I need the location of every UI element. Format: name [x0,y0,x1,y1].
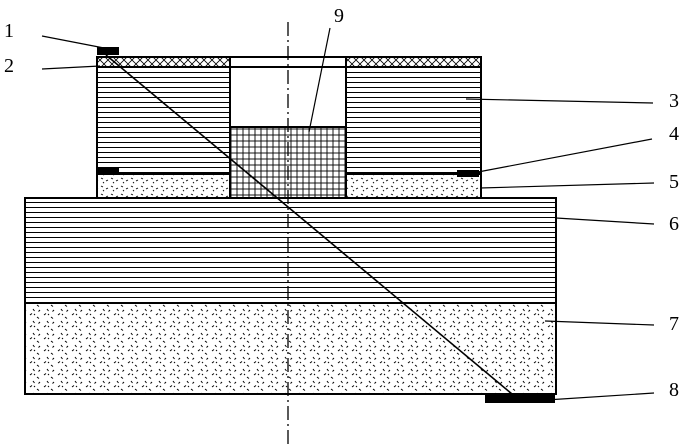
layer-7-substrate [25,303,556,394]
layer-6-slab [25,198,556,303]
layer-5-right [346,174,481,198]
contact-4-left [97,167,119,173]
contact-4-right [457,170,479,177]
callout-1: 1 [4,20,14,42]
leader-4 [478,139,652,172]
layer-3-left-block [97,67,230,174]
callout-8: 8 [669,379,679,401]
callout-2: 2 [4,55,14,77]
callout-6: 6 [669,213,679,235]
callout-7: 7 [669,313,679,335]
leader-5 [480,183,654,188]
leader-1 [42,36,104,48]
layer-2-right-strip [346,57,481,67]
layer-5-left [97,174,230,198]
callout-4: 4 [669,123,679,145]
contact-1-top [97,47,119,55]
layer-2-left-strip [97,57,230,67]
leader-6 [556,218,654,224]
contact-8-bottom [485,394,555,403]
callout-5: 5 [669,171,679,193]
leader-2 [42,66,100,69]
leader-3 [466,99,653,103]
leader-8 [546,393,654,400]
leader-7 [545,321,654,325]
callout-3: 3 [669,90,679,112]
layer-3-right-block [346,67,481,174]
callout-9: 9 [334,5,344,27]
